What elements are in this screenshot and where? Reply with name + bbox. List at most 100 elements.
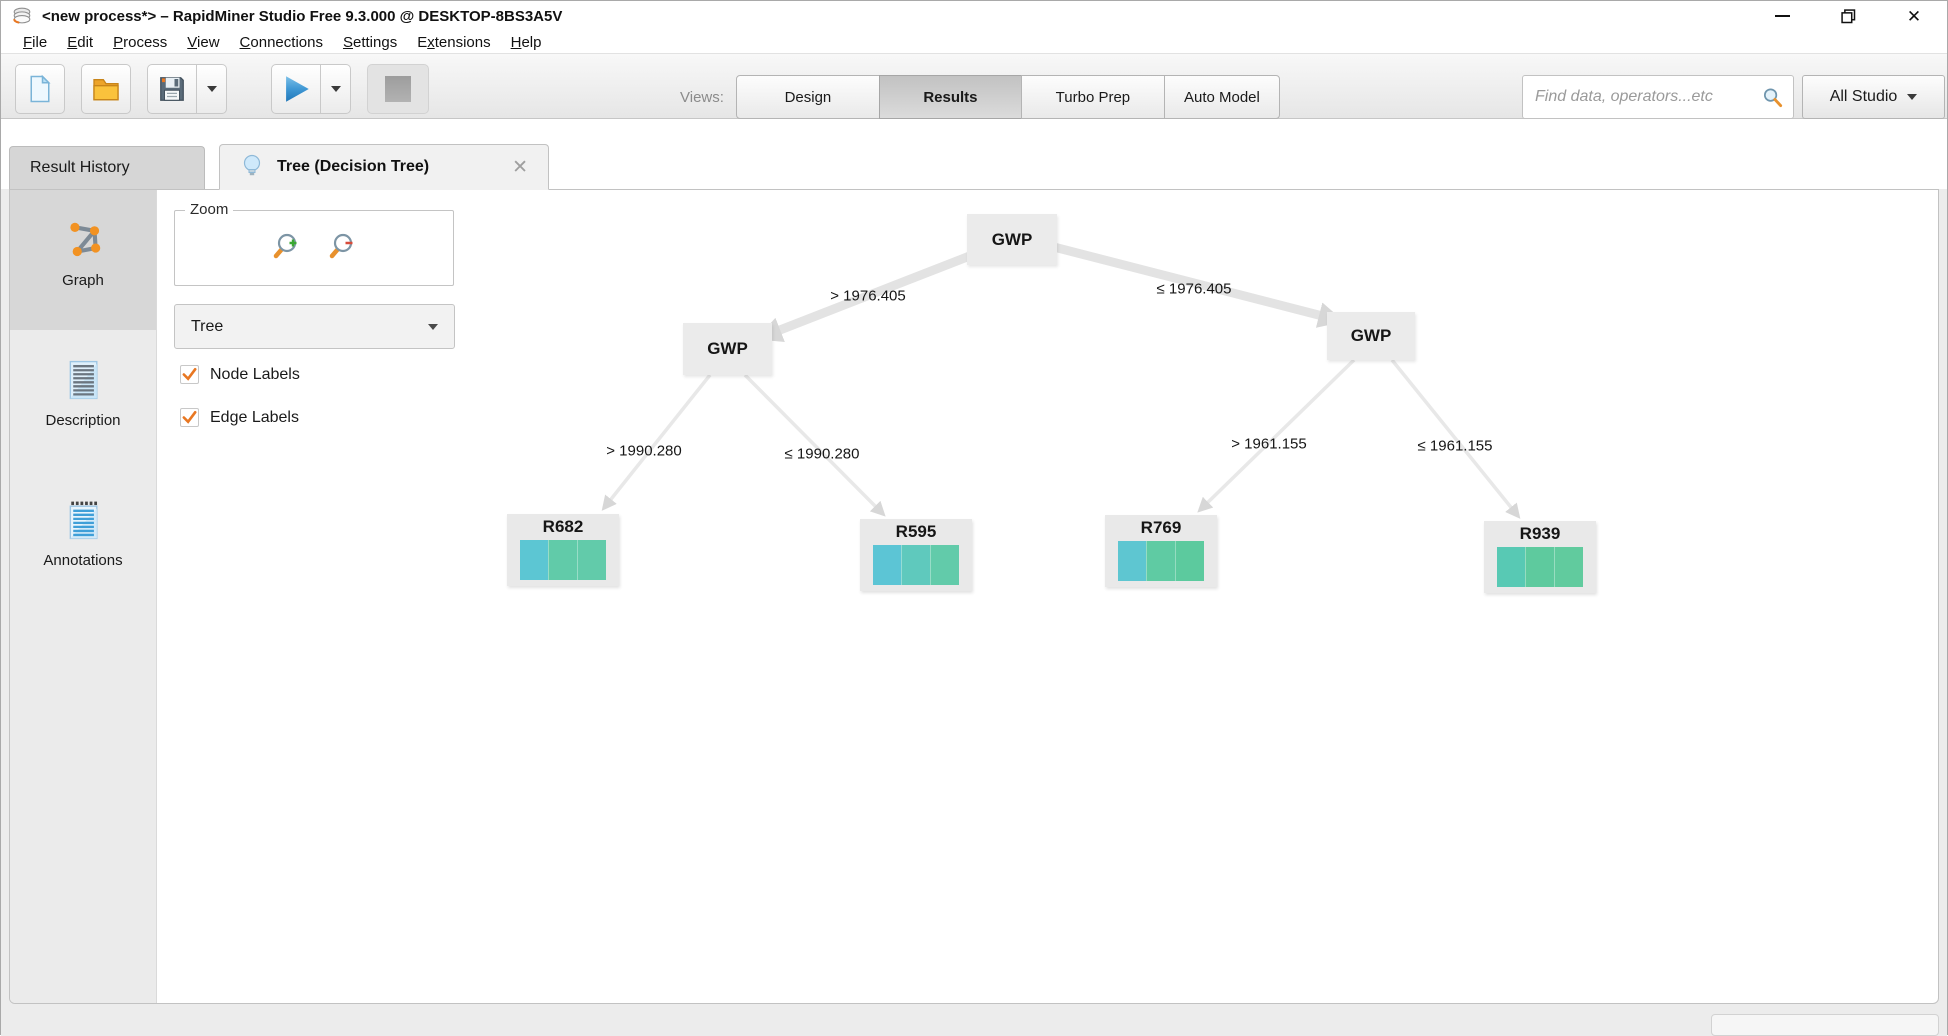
- view-sidebar: Graph Description: [10, 190, 157, 1003]
- save-dropdown-button[interactable]: [197, 64, 227, 114]
- save-icon: [160, 77, 184, 101]
- selected-value: Tree: [191, 317, 224, 335]
- chevron-down-icon: [1907, 94, 1918, 100]
- tree-canvas[interactable]: [10, 190, 1939, 1003]
- toolbar: Views: Design Results Turbo Prep Auto Mo…: [1, 53, 1947, 119]
- restore-icon: [1840, 8, 1855, 23]
- view-button-turbo-prep[interactable]: Turbo Prep: [1020, 75, 1165, 119]
- result-tabbar: Result History Tree (Decision Tree) ✕: [1, 143, 1947, 190]
- leaf-label: R595: [895, 522, 937, 541]
- edge-labels-checkbox-row[interactable]: Edge Labels: [180, 408, 299, 427]
- tree-edge: [1048, 241, 1345, 328]
- tree-edge: [601, 373, 712, 511]
- menu-process[interactable]: Process: [113, 33, 168, 51]
- graph-icon: [70, 222, 101, 257]
- minimize-button[interactable]: [1749, 1, 1815, 31]
- leaf-label: R769: [1140, 518, 1182, 537]
- horizontal-scrollbar[interactable]: [1711, 1014, 1939, 1036]
- result-panel: Graph Description: [9, 189, 1939, 1004]
- edge-label: ≤ 1976.405: [1156, 280, 1232, 298]
- tab-label: Result History: [30, 159, 130, 176]
- stop-process-button[interactable]: [367, 64, 429, 114]
- tab-label: Tree (Decision Tree): [277, 158, 430, 175]
- window-title: <new process*> – RapidMiner Studio Free …: [42, 7, 563, 25]
- sidebar-item-label: Graph: [62, 272, 104, 289]
- search-input[interactable]: [1523, 76, 1793, 118]
- zoom-out-button[interactable]: [324, 231, 360, 263]
- restore-button[interactable]: [1815, 1, 1881, 31]
- save-process-button[interactable]: [147, 64, 197, 114]
- tab-result-history[interactable]: Result History: [9, 146, 205, 189]
- view-button-results[interactable]: Results: [878, 75, 1022, 119]
- close-icon: ✕: [1906, 6, 1922, 26]
- checkbox-label: Node Labels: [210, 365, 300, 383]
- open-process-button[interactable]: [81, 64, 131, 114]
- chevron-down-icon: [206, 86, 217, 92]
- annotations-icon: [69, 501, 98, 540]
- sidebar-item-annotations[interactable]: Annotations: [10, 470, 156, 610]
- tree-leaf-node-r939[interactable]: R939: [1484, 521, 1596, 593]
- zoom-panel-title: Zoom: [185, 201, 234, 218]
- run-dropdown-button[interactable]: [321, 64, 351, 114]
- lightbulb-icon: [243, 154, 261, 176]
- titlebar: <new process*> – RapidMiner Studio Free …: [1, 1, 1947, 31]
- zoom-in-button[interactable]: [268, 231, 304, 263]
- chevron-down-icon: [428, 323, 438, 330]
- tree-edge: [1197, 358, 1356, 513]
- open-folder-icon: [93, 79, 119, 101]
- checkbox-checked-icon[interactable]: [180, 365, 199, 384]
- tree-split-node-root[interactable]: GWP: [967, 214, 1057, 265]
- menu-connections[interactable]: Connections: [239, 33, 323, 51]
- leaf-label: R939: [1519, 524, 1561, 543]
- leaf-distribution-bar: [1497, 547, 1583, 587]
- tree-leaf-node-r595[interactable]: R595: [860, 519, 972, 591]
- global-search-box: [1522, 75, 1794, 119]
- edge-label: ≤ 1990.280: [784, 445, 860, 463]
- sidebar-item-graph[interactable]: Graph: [10, 190, 156, 330]
- tree-leaf-node-r769[interactable]: R769: [1105, 515, 1217, 587]
- views-label: Views:: [680, 88, 724, 106]
- menu-file[interactable]: File: [23, 33, 48, 51]
- sidebar-item-label: Annotations: [43, 552, 123, 569]
- checkbox-label: Edge Labels: [210, 408, 299, 426]
- leaf-distribution-bar: [873, 545, 959, 585]
- minimize-icon: [1774, 15, 1790, 17]
- edge-label: > 1990.280: [606, 442, 682, 460]
- description-icon: [69, 360, 98, 400]
- menu-edit[interactable]: Edit: [67, 33, 94, 51]
- view-button-design[interactable]: Design: [735, 75, 880, 119]
- view-button-auto-model[interactable]: Auto Model: [1163, 75, 1280, 119]
- new-process-button[interactable]: [15, 64, 65, 114]
- stop-icon: [385, 76, 411, 102]
- menu-settings[interactable]: Settings: [342, 33, 398, 51]
- node-labels-checkbox-row[interactable]: Node Labels: [180, 365, 300, 384]
- tree-split-node-right[interactable]: GWP: [1327, 312, 1415, 360]
- zoom-panel: Zoom: [174, 201, 454, 286]
- menu-view[interactable]: View: [187, 33, 220, 51]
- play-icon: [286, 76, 309, 102]
- close-button[interactable]: ✕: [1881, 1, 1947, 31]
- checkbox-checked-icon[interactable]: [180, 408, 199, 427]
- leaf-label: R682: [542, 517, 584, 536]
- tree-leaf-node-r682[interactable]: R682: [507, 514, 619, 586]
- rapidminer-logo-icon: [13, 7, 31, 24]
- content-area: Graph Description: [1, 189, 1947, 1036]
- zoom-out-icon: [329, 233, 353, 259]
- menu-extensions[interactable]: Extensions: [417, 33, 491, 51]
- leaf-distribution-bar: [520, 540, 606, 580]
- tree-view-selector[interactable]: Tree: [174, 304, 455, 349]
- search-icon[interactable]: [1761, 86, 1784, 109]
- run-process-button[interactable]: [271, 64, 321, 114]
- tab-close-icon[interactable]: ✕: [512, 156, 528, 178]
- edge-label: ≤ 1961.155: [1417, 437, 1493, 455]
- menu-help[interactable]: Help: [510, 33, 542, 51]
- sidebar-item-description[interactable]: Description: [10, 330, 156, 470]
- search-scope-button[interactable]: All Studio: [1802, 75, 1945, 119]
- edge-label: > 1961.155: [1231, 435, 1307, 453]
- tree-split-node-left[interactable]: GWP: [683, 323, 772, 375]
- tab-tree-decision-tree[interactable]: Tree (Decision Tree) ✕: [219, 144, 549, 190]
- edge-label: > 1976.405: [830, 287, 906, 305]
- new-file-icon: [30, 74, 51, 103]
- tree-edge: [1390, 358, 1521, 519]
